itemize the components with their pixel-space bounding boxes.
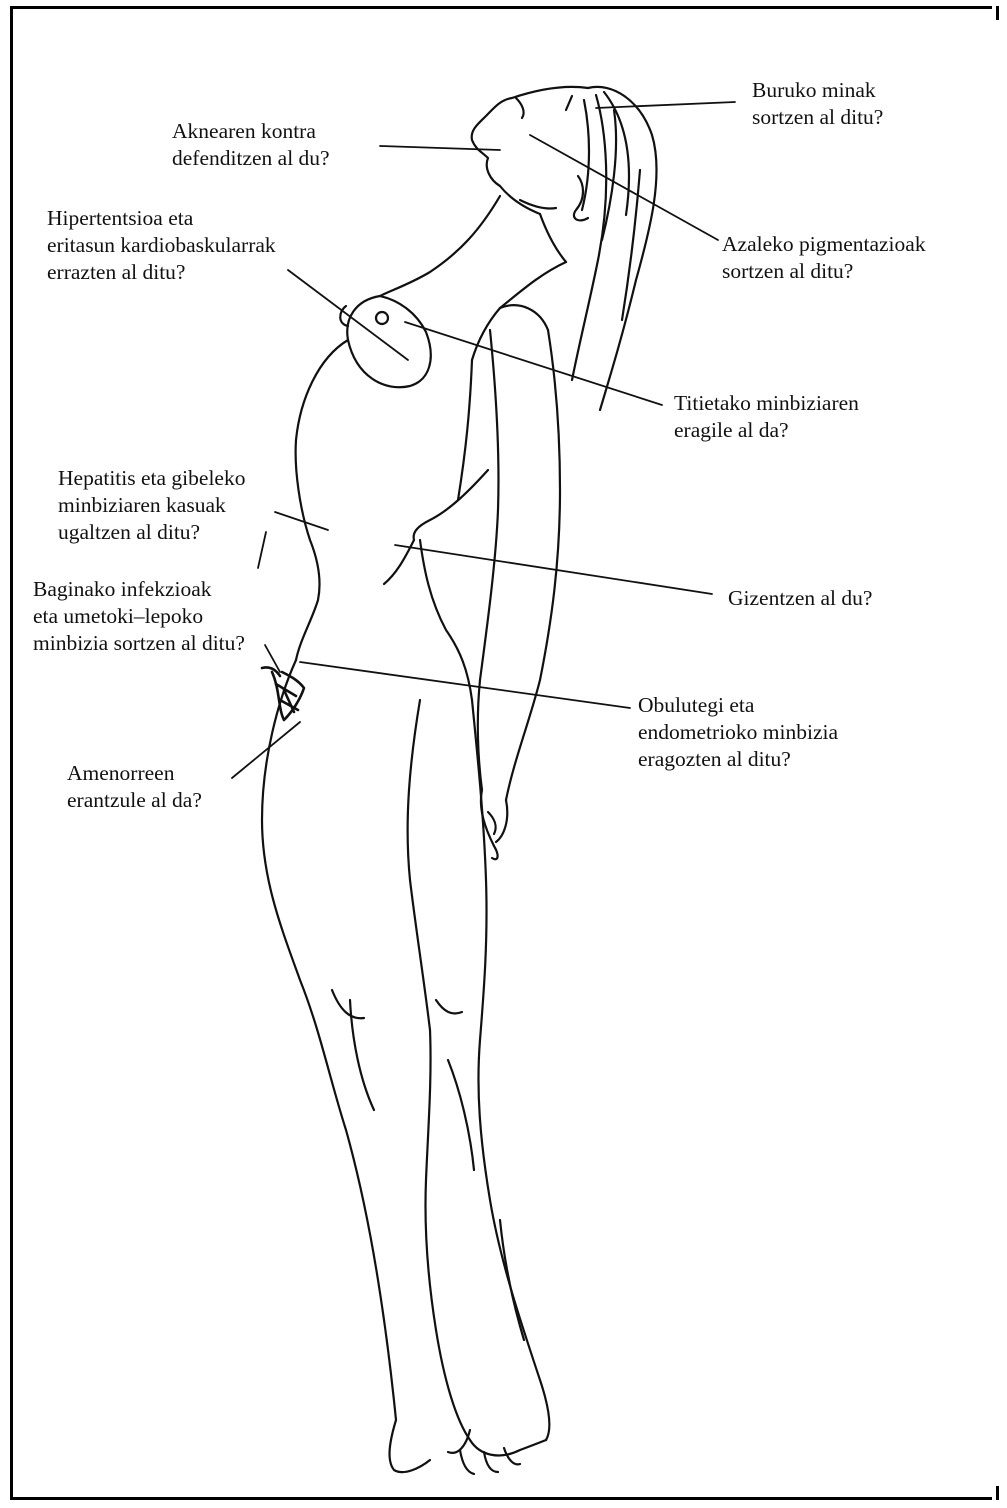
- label-hypertension-line-2: eritasun kardiobaskularrak: [47, 232, 276, 259]
- label-hepatitis-line-1: Hepatitis eta gibeleko: [58, 465, 245, 492]
- label-acne-line-2: defenditzen al du?: [172, 145, 330, 172]
- leader-line-pigmentation: [530, 135, 718, 240]
- label-hypertension-line-3: errazten al ditu?: [47, 259, 276, 286]
- label-vaginal-line-3: minbizia sortzen al ditu?: [33, 630, 245, 657]
- label-acne-line-1: Aknearen kontra: [172, 118, 330, 145]
- leader-line-breast: [405, 322, 662, 405]
- label-ovarian-line-1: Obulutegi eta: [638, 692, 838, 719]
- hair: [572, 87, 657, 410]
- torso-outline: [296, 196, 566, 859]
- leader-line-acne: [380, 146, 500, 150]
- leader-line-hypertension: [288, 270, 408, 360]
- head: [472, 87, 588, 221]
- leader-line-headache: [596, 102, 735, 108]
- label-breast-cancer-line-2: eragile al da?: [674, 417, 859, 444]
- label-vaginal: Baginako infekzioak eta umetoki–lepoko m…: [33, 576, 245, 657]
- label-breast-cancer-line-1: Titietako minbiziaren: [674, 390, 859, 417]
- leader-line-hepatitis: [275, 512, 328, 530]
- label-hepatitis-line-2: minbiziaren kasuak: [58, 492, 245, 519]
- label-headache-line-2: sortzen al ditu?: [752, 104, 883, 131]
- label-hepatitis: Hepatitis eta gibeleko minbiziaren kasua…: [58, 465, 245, 546]
- label-amenorrhea: Amenorreen erantzule al da?: [67, 760, 202, 814]
- label-weight-line-1: Gizentzen al du?: [728, 585, 872, 612]
- label-pigmentation: Azaleko pigmentazioak sortzen al ditu?: [722, 231, 926, 285]
- label-hepatitis-line-3: ugaltzen al ditu?: [58, 519, 245, 546]
- label-pigmentation-line-2: sortzen al ditu?: [722, 258, 926, 285]
- label-hypertension: Hipertentsioa eta eritasun kardiobaskula…: [47, 205, 276, 286]
- label-pigmentation-line-1: Azaleko pigmentazioak: [722, 231, 926, 258]
- feet: [390, 1330, 546, 1474]
- label-breast-cancer: Titietako minbiziaren eragile al da?: [674, 390, 859, 444]
- label-amenorrhea-line-2: erantzule al da?: [67, 787, 202, 814]
- label-vaginal-line-2: eta umetoki–lepoko: [33, 603, 245, 630]
- label-vaginal-line-1: Baginako infekzioak: [33, 576, 245, 603]
- label-weight: Gizentzen al du?: [728, 585, 872, 612]
- label-acne: Aknearen kontra defenditzen al du?: [172, 118, 330, 172]
- label-headache: Buruko minak sortzen al ditu?: [752, 77, 883, 131]
- label-headache-line-1: Buruko minak: [752, 77, 883, 104]
- legs: [262, 660, 549, 1440]
- leader-lines: [232, 102, 735, 778]
- leader-line-hepatitis-down: [258, 532, 266, 568]
- label-amenorrhea-line-1: Amenorreen: [67, 760, 202, 787]
- label-hypertension-line-1: Hipertentsioa eta: [47, 205, 276, 232]
- label-ovarian-line-2: endometrioko minbizia: [638, 719, 838, 746]
- label-ovarian: Obulutegi eta endometrioko minbizia erag…: [638, 692, 838, 773]
- label-ovarian-line-3: eragozten al ditu?: [638, 746, 838, 773]
